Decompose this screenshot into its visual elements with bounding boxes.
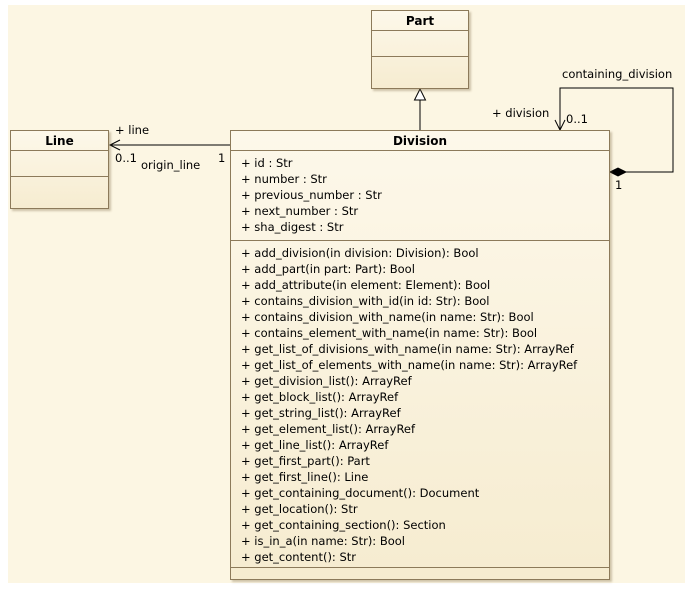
generalization-arrowhead bbox=[413, 87, 427, 101]
operation-item: + add_part(in part: Part): Bool bbox=[241, 262, 415, 276]
role-label-line: + line bbox=[115, 123, 150, 137]
operation-compartment: + add_division(in division: Division): B… bbox=[231, 241, 609, 568]
operation-item: + get_string_list(): ArrayRef bbox=[241, 406, 401, 420]
multiplicity-division-end: 1 bbox=[218, 151, 226, 165]
class-part[interactable]: Part bbox=[371, 10, 469, 89]
multiplicity-line-end: 0..1 bbox=[115, 151, 137, 165]
operation-item: + get_list_of_divisions_with_name(in nam… bbox=[241, 342, 574, 356]
class-line[interactable]: Line bbox=[10, 130, 109, 209]
operation-compartment bbox=[11, 177, 108, 208]
attribute-item: + previous_number : Str bbox=[241, 188, 382, 202]
operation-item: + get_content(): Str bbox=[241, 550, 356, 564]
extra-compartment bbox=[231, 568, 609, 579]
operation-item: + get_element_list(): ArrayRef bbox=[241, 422, 416, 436]
origin-line-arrowhead bbox=[108, 139, 121, 151]
operation-item: + get_location(): Str bbox=[241, 502, 358, 516]
operation-item: + contains_division_with_id(in id: Str):… bbox=[241, 294, 490, 308]
attribute-item: + id : Str bbox=[241, 156, 293, 170]
attribute-compartment bbox=[11, 151, 108, 177]
operation-item: + contains_division_with_name(in name: S… bbox=[241, 310, 534, 324]
operation-item: + get_line_list(): ArrayRef bbox=[241, 438, 389, 452]
containing-division-association bbox=[559, 87, 674, 173]
operation-item: + get_first_line(): Line bbox=[241, 470, 369, 484]
class-name: Division bbox=[231, 131, 609, 151]
operation-item: + add_division(in division: Division): B… bbox=[241, 246, 479, 260]
operation-item: + contains_element_with_name(in name: St… bbox=[241, 326, 538, 340]
operation-item: + add_attribute(in element: Element): Bo… bbox=[241, 278, 491, 292]
operation-compartment bbox=[372, 57, 468, 88]
association-name-origin-line: origin_line bbox=[141, 158, 201, 172]
operation-item: + get_first_part(): Part bbox=[241, 454, 370, 468]
association-name-containing-division: containing_division bbox=[562, 67, 673, 81]
class-name: Part bbox=[372, 11, 468, 31]
operation-item: + is_in_a(in name: Str): Bool bbox=[241, 534, 405, 548]
operation-item: + get_containing_document(): Document bbox=[241, 486, 480, 500]
operation-item: + get_block_list(): ArrayRef bbox=[241, 390, 399, 404]
attribute-compartment: + id : Str + number : Str + previous_num… bbox=[231, 151, 609, 241]
role-label-division: + division bbox=[492, 106, 550, 120]
attribute-item: + next_number : Str bbox=[241, 204, 359, 218]
operation-item: + get_division_list(): ArrayRef bbox=[241, 374, 412, 388]
class-division[interactable]: Division + id : Str + number : Str + pre… bbox=[230, 130, 610, 580]
class-name: Line bbox=[11, 131, 108, 151]
composition-diamond bbox=[608, 167, 628, 177]
multiplicity-target-end: 0..1 bbox=[566, 112, 588, 126]
attribute-item: + number : Str bbox=[241, 172, 327, 186]
attribute-item: + sha_digest : Str bbox=[241, 220, 344, 234]
multiplicity-source-end: 1 bbox=[615, 178, 623, 192]
operation-item: + get_containing_section(): Section bbox=[241, 518, 446, 532]
attribute-compartment bbox=[372, 31, 468, 57]
operation-item: + get_list_of_elements_with_name(in name… bbox=[241, 358, 578, 372]
